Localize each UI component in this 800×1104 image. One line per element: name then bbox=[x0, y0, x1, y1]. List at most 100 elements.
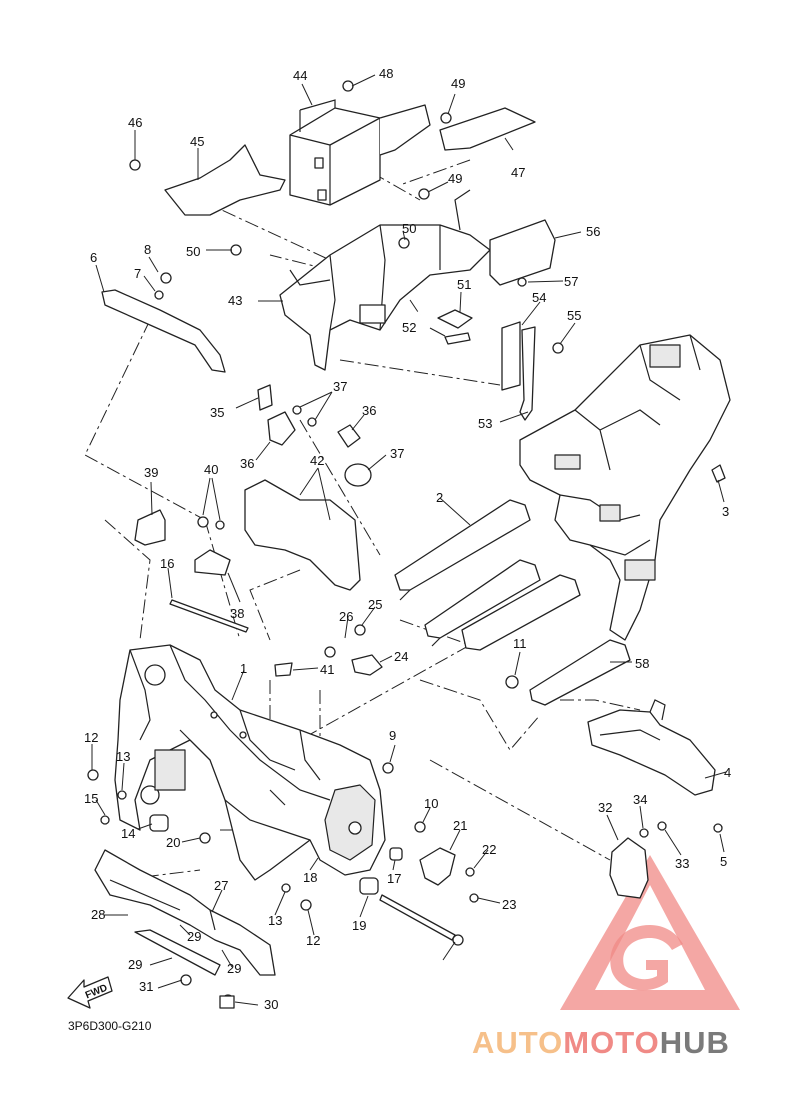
bushing-20 bbox=[359, 877, 379, 895]
part-label: 57 bbox=[564, 274, 578, 289]
part-label: 37 bbox=[390, 446, 404, 461]
part-label: 18 bbox=[303, 870, 317, 885]
part-label: 52 bbox=[402, 320, 416, 335]
watermark-triangle-outer bbox=[560, 855, 740, 1010]
part-label: 17 bbox=[387, 871, 401, 886]
part-label: 2 bbox=[436, 490, 443, 505]
part-label: 23 bbox=[502, 897, 516, 912]
part-label: 25 bbox=[368, 597, 382, 612]
battery-box bbox=[289, 99, 431, 206]
main-frame bbox=[114, 644, 386, 881]
part-label: 21 bbox=[453, 818, 467, 833]
part-label: 54 bbox=[532, 290, 546, 305]
part-label: 44 bbox=[293, 68, 307, 83]
rear-bracket bbox=[501, 321, 536, 421]
part-label: 58 bbox=[635, 656, 649, 671]
part-label: 29 bbox=[187, 929, 201, 944]
part-label: 38 bbox=[230, 606, 244, 621]
part-label: 46 bbox=[128, 115, 142, 130]
cover-plate bbox=[439, 107, 536, 151]
part-label: 7 bbox=[134, 266, 141, 281]
part-label: 29 bbox=[128, 957, 142, 972]
watermark-auto: AUTO bbox=[472, 1025, 563, 1060]
part-label: 3 bbox=[722, 504, 729, 519]
part-label: 28 bbox=[91, 907, 105, 922]
part-label: 43 bbox=[228, 293, 242, 308]
part-label: 30 bbox=[264, 997, 278, 1012]
part-label: 22 bbox=[482, 842, 496, 857]
part-label: 27 bbox=[214, 878, 228, 893]
part-label: 50 bbox=[186, 244, 200, 259]
sheet-43 bbox=[244, 479, 361, 591]
part-label: 5 bbox=[720, 854, 727, 869]
part-label: 24 bbox=[394, 649, 408, 664]
part-label: 39 bbox=[144, 465, 158, 480]
part-label: 56 bbox=[586, 224, 600, 239]
rubber-33 bbox=[609, 837, 649, 899]
part-label: 55 bbox=[567, 308, 581, 323]
bracket-25 bbox=[351, 654, 383, 676]
damper-52 bbox=[437, 309, 473, 329]
part-label: 59 bbox=[0, 0, 14, 3]
part-label: 8 bbox=[144, 242, 151, 257]
rear-stay-detail bbox=[599, 699, 666, 741]
part-label: 49 bbox=[451, 76, 465, 91]
part-label: 19 bbox=[352, 918, 366, 933]
leader-lines bbox=[91, 74, 727, 1006]
part-label: 47 bbox=[511, 165, 525, 180]
stay-6 bbox=[101, 289, 226, 373]
part-label: 50 bbox=[402, 221, 416, 236]
part-label: 33 bbox=[675, 856, 689, 871]
part-label: 12 bbox=[306, 933, 320, 948]
watermark-g-shape bbox=[610, 925, 683, 991]
part-label: 31 bbox=[139, 979, 153, 994]
rear-frame bbox=[394, 334, 731, 706]
damper-53 bbox=[444, 332, 471, 345]
diagram-code: 3P6D300-G210 bbox=[68, 1019, 152, 1033]
part-label: 14 bbox=[121, 826, 135, 841]
part-label: 10 bbox=[424, 796, 438, 811]
part-label: 20 bbox=[166, 835, 180, 850]
part-label: 45 bbox=[190, 134, 204, 149]
part-label: 42 bbox=[310, 453, 324, 468]
part-label: 13 bbox=[268, 913, 282, 928]
watermark-moto: MOTO bbox=[563, 1025, 659, 1060]
part-label: 37 bbox=[333, 379, 347, 394]
part-label: 49 bbox=[448, 171, 462, 186]
part-label: 9 bbox=[389, 728, 396, 743]
part-label: 34 bbox=[633, 792, 647, 807]
watermark-hub: HUB bbox=[660, 1025, 730, 1060]
part-label: 12 bbox=[84, 730, 98, 745]
fwd-arrow: FWD bbox=[67, 976, 113, 1009]
battery-bracket bbox=[279, 189, 491, 371]
part-label: 15 bbox=[84, 791, 98, 806]
part-label: 26 bbox=[339, 609, 353, 624]
part-label: 1 bbox=[240, 661, 247, 676]
part-label: 48 bbox=[379, 66, 393, 81]
part-label: 6 bbox=[90, 250, 97, 265]
part-label: 51 bbox=[457, 277, 471, 292]
bushing-14 bbox=[149, 814, 169, 832]
clamps bbox=[257, 384, 372, 487]
part-label: 32 bbox=[598, 800, 612, 815]
collar-17 bbox=[389, 847, 403, 861]
part-labels: 1 2 3 4 5 6 7 8 9 10 11 12 12 13 13 14 1… bbox=[0, 0, 731, 1012]
nut-31 bbox=[219, 995, 235, 1009]
part-label: 36 bbox=[240, 456, 254, 471]
part-label: 4 bbox=[724, 765, 731, 780]
clip-42 bbox=[274, 662, 293, 677]
clip-3 bbox=[711, 464, 726, 483]
part-label: 53 bbox=[478, 416, 492, 431]
part-label: 41 bbox=[320, 662, 334, 677]
watermark-text: AUTOMOTOHUB bbox=[472, 1025, 730, 1060]
part-label: 11 bbox=[513, 636, 527, 651]
bracket-40 bbox=[134, 509, 166, 546]
clip-39 bbox=[194, 549, 231, 576]
part-label: 35 bbox=[210, 405, 224, 420]
part-label: 16 bbox=[160, 556, 174, 571]
part-label: 13 bbox=[116, 749, 130, 764]
part-label: 29 bbox=[227, 961, 241, 976]
rear-stay-4 bbox=[587, 709, 716, 796]
watermark-logo: AUTOMOTOHUB bbox=[472, 855, 740, 1060]
